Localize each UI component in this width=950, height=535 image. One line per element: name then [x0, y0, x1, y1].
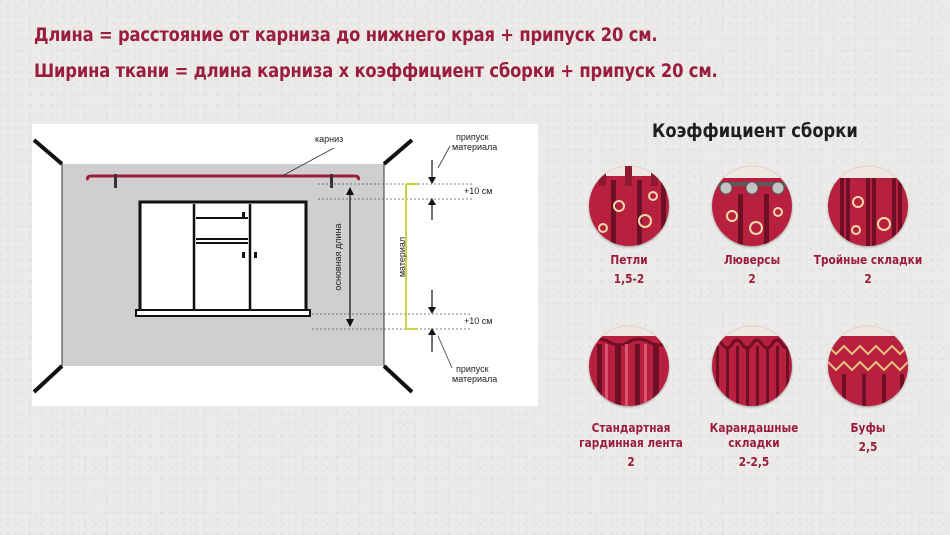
pencil-pleats-name-1: Карандашные [709, 421, 799, 435]
pencil-pleats-curtain-image [712, 326, 792, 406]
gathering-coefficient-title: Коэффициент сборки [652, 120, 858, 142]
grommets-name: Люверсы [723, 253, 781, 267]
allowance-top-label-2: материала [452, 142, 498, 152]
gathering-item-standard-tape: Стандартная гардинная лента 2 [574, 421, 688, 470]
cornice-label: карниз [315, 134, 344, 144]
length-formula: Длина = расстояние от карниза до нижнего… [34, 24, 658, 46]
material-bracket [405, 183, 418, 330]
loops-curtain-image [589, 166, 669, 246]
standard-tape-curtain-image [589, 326, 669, 406]
puffs-curtain-image [828, 326, 908, 406]
cornice-rod [86, 147, 360, 188]
standard-tape-value: 2 [627, 455, 635, 469]
plus-bottom-label: +10 см [464, 316, 493, 326]
gathering-item-pencil-pleats: Карандашные складки 2-2,5 [697, 421, 811, 470]
gathering-item-triple-pleats: Тройные складки 2 [811, 253, 925, 287]
puffs-name: Буфы [850, 421, 886, 435]
main-length-label: основная длина [333, 223, 343, 291]
pencil-pleats-name-2: складки [728, 436, 780, 450]
pencil-pleats-value: 2-2,5 [738, 455, 770, 469]
puffs-value: 2,5 [858, 440, 878, 454]
allowance-bottom-label-2: материала [452, 374, 498, 384]
loops-value: 1,5-2 [613, 272, 645, 286]
triple-pleats-value: 2 [864, 272, 872, 286]
gathering-item-loops: Петли 1,5-2 [572, 253, 686, 287]
wall-window-drawing [32, 138, 472, 394]
allowance-top-label-1: припуск [456, 132, 489, 142]
plus-top-label: +10 см [464, 186, 493, 196]
grommets-curtain-image [712, 166, 792, 246]
standard-tape-name-1: Стандартная [591, 421, 671, 435]
allowance-bottom-label-1: припуск [456, 364, 489, 374]
loops-name: Петли [610, 253, 648, 267]
standard-tape-name-2: гардинная лента [579, 436, 683, 450]
material-label: материал [397, 236, 407, 278]
grommets-value: 2 [748, 272, 756, 286]
width-formula: Ширина ткани = длина карниза х коэффицие… [34, 60, 718, 82]
measurement-diagram: карниз припуск материала +10 см +10 см п… [32, 124, 538, 406]
triple-pleats-curtain-image [828, 166, 908, 246]
triple-pleats-name: Тройные складки [813, 253, 923, 267]
gathering-item-grommets: Люверсы 2 [695, 253, 809, 287]
window [135, 200, 311, 317]
main-length-arrow [346, 187, 354, 327]
gathering-item-puffs: Буфы 2,5 [811, 421, 925, 455]
